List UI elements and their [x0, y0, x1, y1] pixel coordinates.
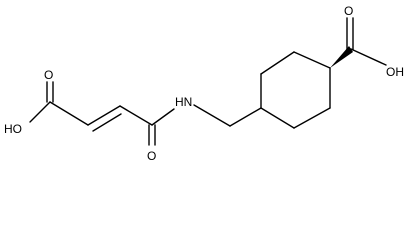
- atom-label-o-right: O: [344, 4, 353, 18]
- ring-bond-2: [260, 51, 295, 75]
- bond-c-oh: [350, 48, 387, 66]
- bond-c1-oh: [29, 101, 51, 123]
- bond-c1-c2: [49, 101, 89, 126]
- atom-label-o-left: O: [44, 68, 53, 82]
- bond-ch2-ring: [229, 107, 262, 127]
- bond-c3-c4: [119, 105, 153, 126]
- ring-bond-3: [293, 51, 331, 69]
- atom-label-ho-left: HO: [4, 122, 22, 136]
- bond-c2-c3-double: [92, 113, 122, 132]
- alkene-chain: [87, 105, 153, 132]
- atom-label-hn: HN: [175, 95, 192, 109]
- ring-bond-5: [293, 107, 331, 129]
- cyclohexane-ring: [260, 51, 331, 129]
- ring-bond-6: [260, 107, 295, 129]
- atom-label-oh-right: OH: [386, 65, 404, 79]
- bond-n-ch2: [193, 104, 231, 127]
- atom-label-o-amide: O: [147, 149, 156, 163]
- left-carboxyl-group: [29, 81, 89, 126]
- right-carboxyl-group: [330, 17, 387, 68]
- chemical-structure: O HO O HN O OH: [4, 4, 404, 163]
- bond-c2-c3: [87, 105, 121, 126]
- amide-group: [148, 104, 262, 146]
- bond-c4-n: [151, 108, 175, 126]
- wedge-bond: [330, 46, 353, 68]
